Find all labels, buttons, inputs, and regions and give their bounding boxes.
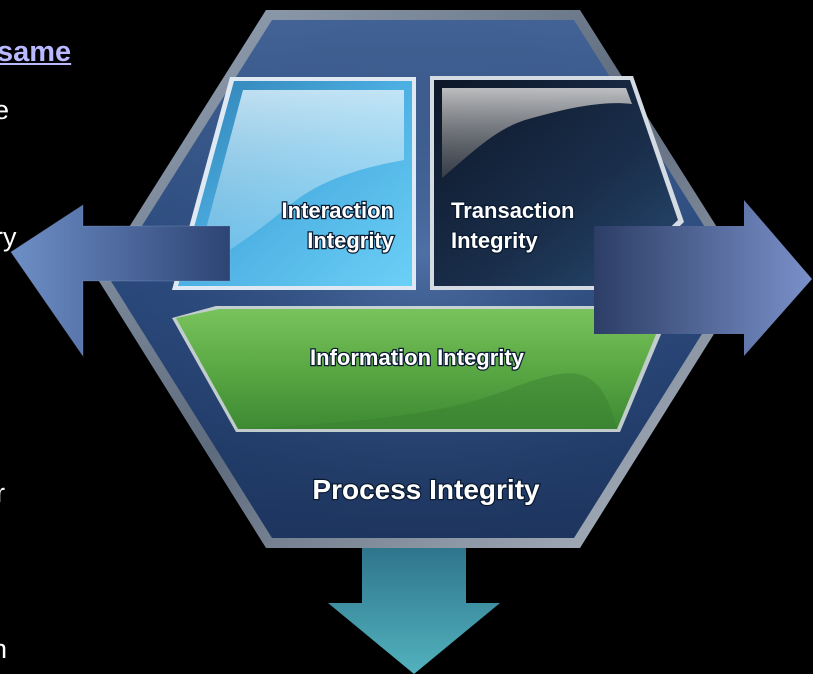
right-arrow: [594, 200, 812, 356]
transaction-label-line2: Integrity: [451, 228, 539, 253]
left-link-fragment[interactable]: same: [0, 36, 72, 68]
interaction-label-line2: Integrity: [307, 228, 395, 253]
left-text-fragment-4: r: [0, 478, 5, 508]
information-label: Information Integrity: [310, 345, 525, 370]
left-text-fragment-5: n: [0, 636, 7, 663]
process-integrity-label: Process Integrity: [312, 474, 540, 505]
left-arrow: [11, 205, 230, 356]
interaction-label-line1: Interaction: [282, 198, 394, 223]
information-integrity-panel: [172, 306, 667, 432]
transaction-label-line1: Transaction: [451, 198, 574, 223]
interaction-integrity-panel: [172, 77, 416, 290]
down-arrow: [328, 532, 500, 674]
left-text-fragment-2: e: [0, 95, 10, 125]
left-text-fragment-3: ry: [0, 222, 17, 252]
